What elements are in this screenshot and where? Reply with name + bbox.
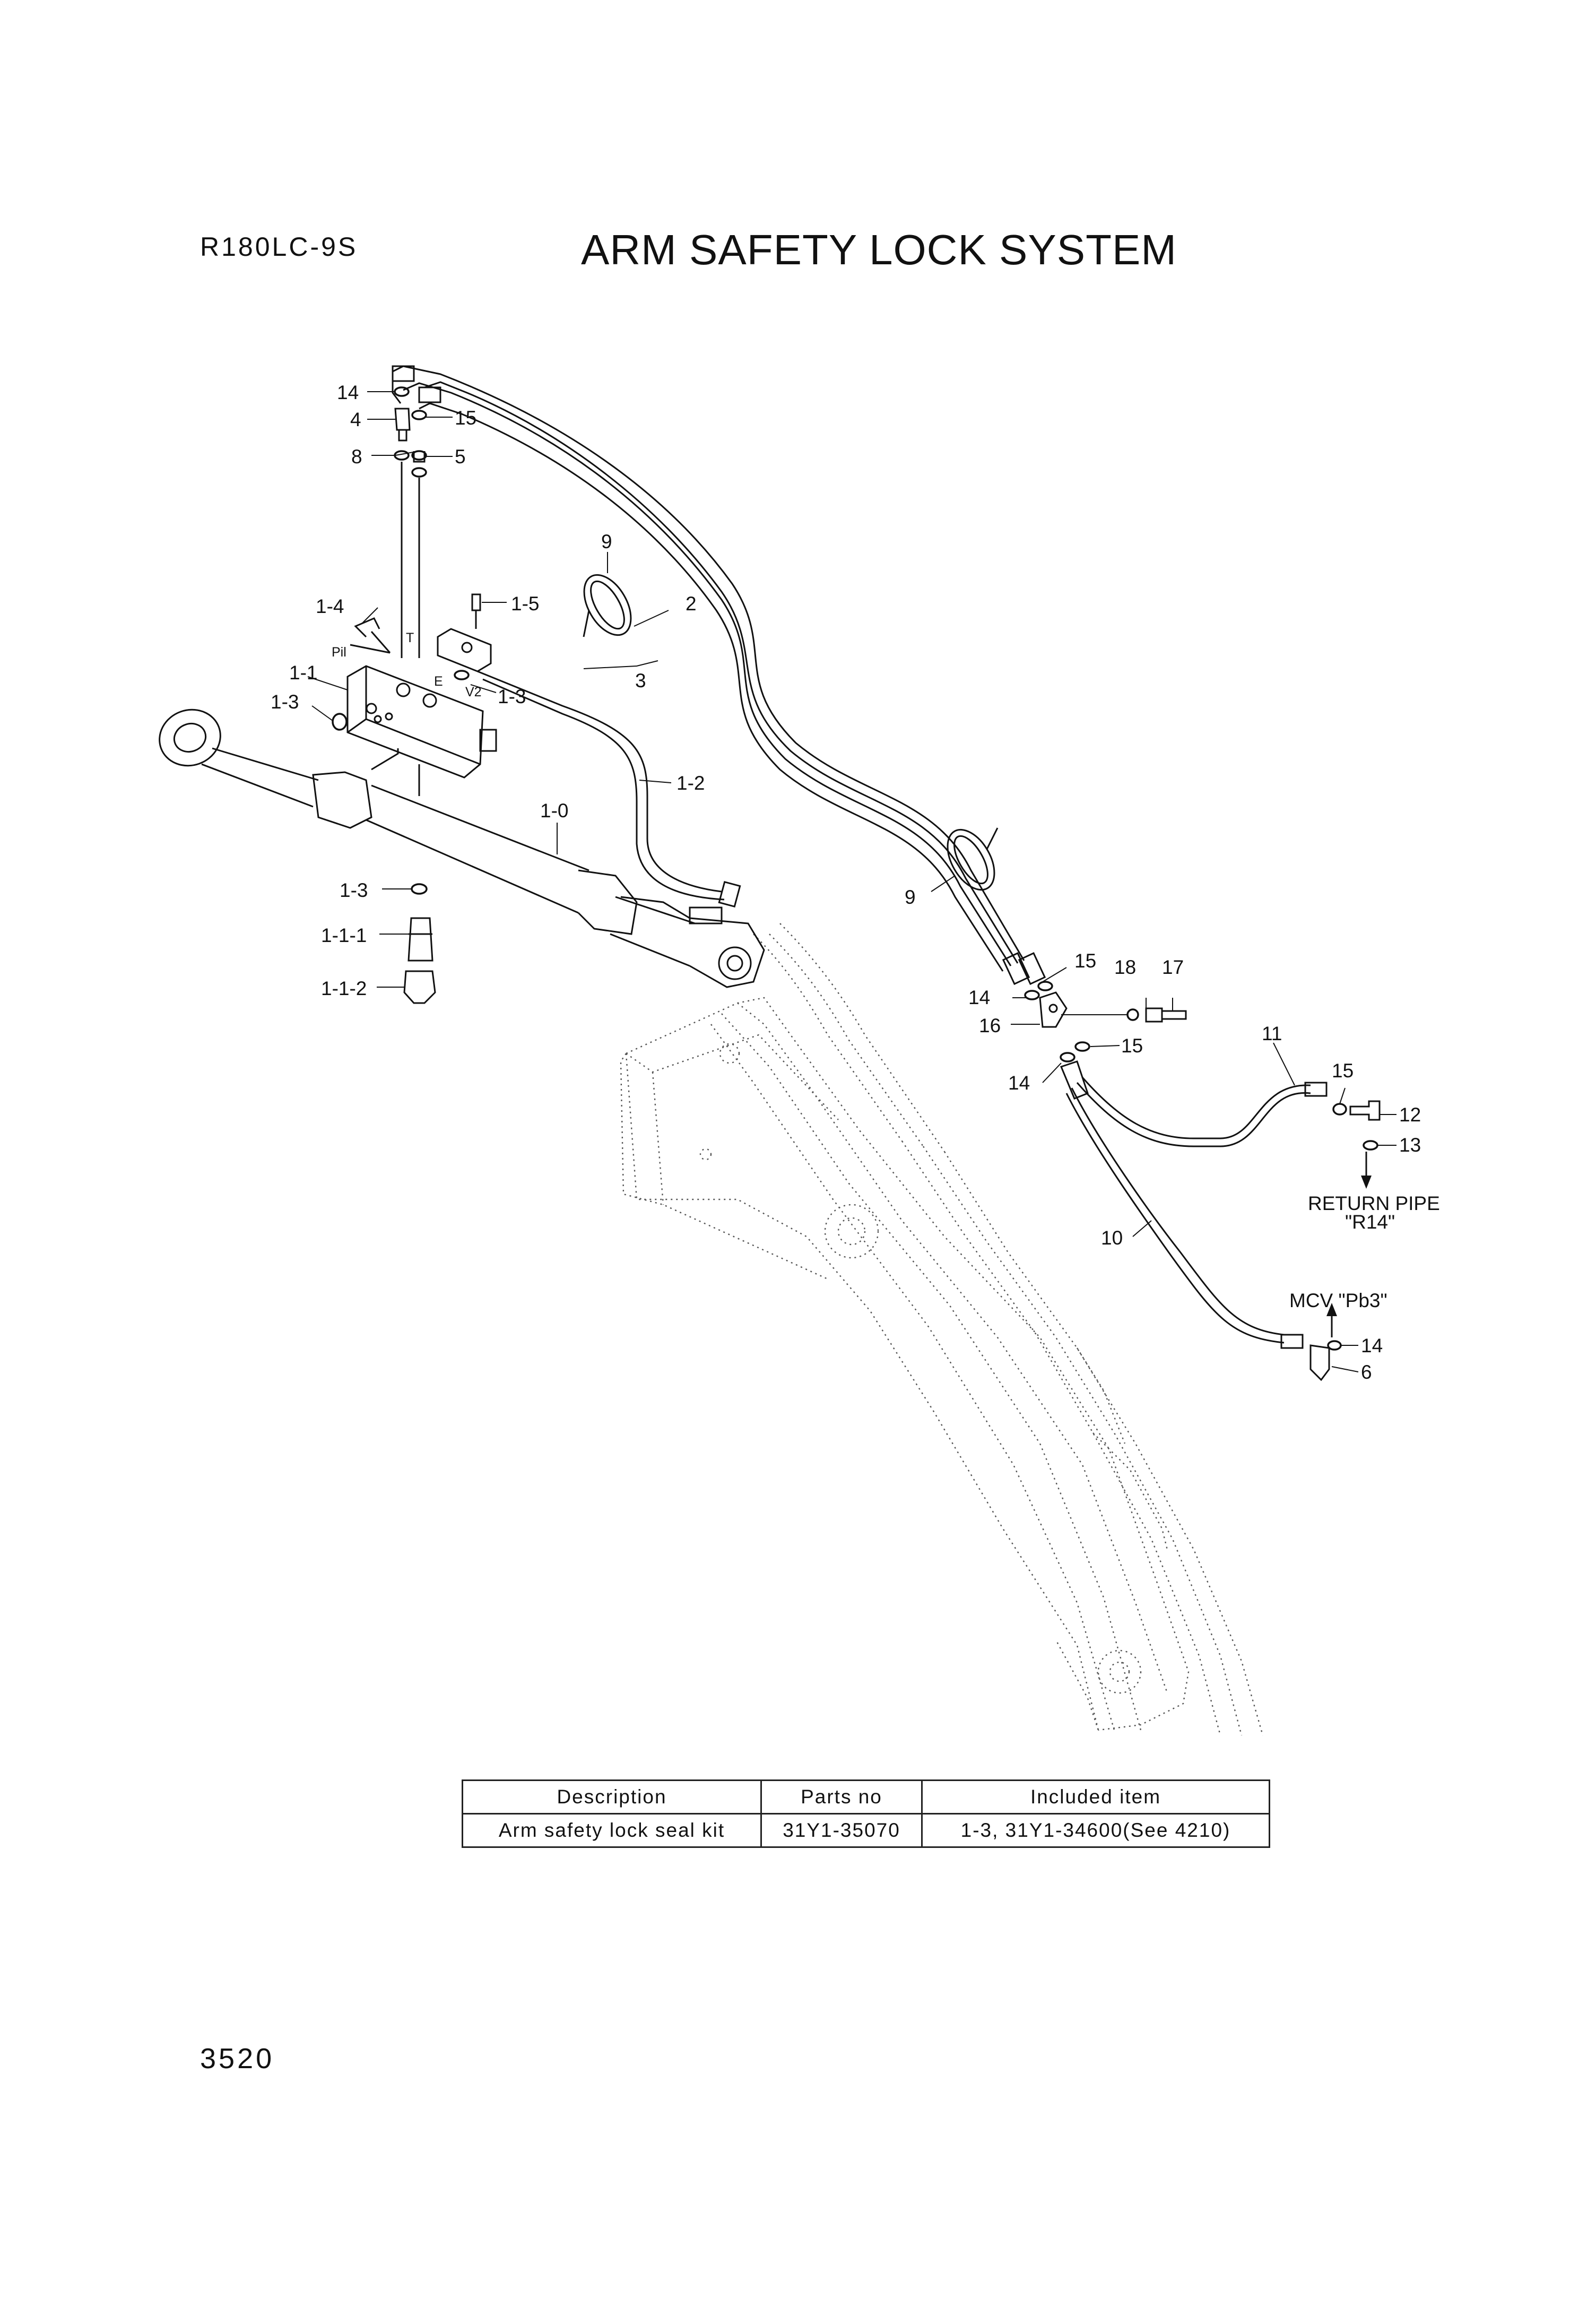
- return-pipe-note: RETURN PIPE: [1308, 1193, 1440, 1214]
- callout-15: 15: [1332, 1060, 1354, 1082]
- callout-5: 5: [455, 446, 466, 468]
- return-pipe-port: "R14": [1345, 1211, 1395, 1233]
- callout-2: 2: [686, 593, 697, 615]
- table-header-row: Description Parts no Included item: [462, 1779, 1270, 1815]
- table-row: Arm safety lock seal kit 31Y1-35070 1-3,…: [462, 1813, 1270, 1848]
- callout-9: 9: [905, 886, 916, 908]
- col-parts-no: Parts no: [760, 1779, 923, 1815]
- callout-18: 18: [1114, 956, 1136, 978]
- page-title: ARM SAFETY LOCK SYSTEM: [581, 226, 1177, 273]
- callout-15: 15: [455, 407, 476, 429]
- callout-12: 12: [1399, 1104, 1421, 1126]
- callout-11: 11: [1262, 1023, 1282, 1044]
- callout-1-1: 1-1: [289, 662, 317, 684]
- mcv-port-note: MCV "Pb3": [1289, 1290, 1387, 1311]
- callout-1-2: 1-2: [676, 772, 705, 794]
- hose-1-2: [437, 628, 741, 908]
- callout-1-1-1: 1-1-1: [321, 924, 367, 946]
- port-label-e: E: [434, 674, 443, 689]
- callout-13: 13: [1399, 1134, 1421, 1156]
- callout-1-1-2: 1-1-2: [321, 978, 367, 999]
- callout-16: 16: [979, 1015, 1001, 1036]
- fittings-lower-right: [1024, 981, 1381, 1381]
- callout-1-5: 1-5: [511, 593, 539, 615]
- callout-14: 14: [1361, 1335, 1383, 1356]
- callout-1-3: 1-3: [340, 879, 368, 901]
- callout-1-4: 1-4: [316, 595, 344, 617]
- cell-description: Arm safety lock seal kit: [462, 1813, 762, 1848]
- callout-8: 8: [351, 446, 362, 468]
- callout-14: 14: [968, 987, 990, 1008]
- fittings-upper: [332, 386, 481, 1004]
- callout-1-0: 1-0: [540, 800, 568, 822]
- callout-4: 4: [350, 409, 361, 430]
- callout-6: 6: [1361, 1361, 1372, 1383]
- callout-17: 17: [1162, 956, 1184, 978]
- callout-9: 9: [601, 531, 612, 552]
- callout-leaders: [307, 391, 1396, 1372]
- port-label-pil: Pil: [332, 645, 346, 660]
- arm-cylinder: [159, 708, 765, 988]
- callout-15: 15: [1121, 1035, 1143, 1057]
- port-label-v2: V2: [465, 685, 482, 699]
- page-number: 3520: [200, 2043, 275, 2075]
- callout-10: 10: [1101, 1227, 1123, 1249]
- port-label-t: T: [406, 630, 414, 645]
- col-included-item: Included item: [921, 1779, 1270, 1815]
- col-description: Description: [462, 1779, 762, 1815]
- callout-15: 15: [1074, 950, 1096, 972]
- cell-included-item: 1-3, 31Y1-34600(See 4210): [921, 1813, 1270, 1848]
- seal-kit-table: Description Parts no Included item Arm s…: [462, 1779, 1270, 1848]
- boom-outline: [620, 923, 1264, 1736]
- callout-1-3: 1-3: [271, 691, 299, 713]
- safety-valve-block: [346, 665, 497, 796]
- hose-2-and-3: [392, 365, 1046, 985]
- cell-parts-no: 31Y1-35070: [760, 1813, 923, 1848]
- hose-clamps: [583, 574, 999, 891]
- callout-1-3: 1-3: [498, 686, 526, 707]
- callout-3: 3: [635, 670, 646, 692]
- callout-14: 14: [337, 382, 359, 403]
- model-code: R180LC-9S: [200, 232, 358, 262]
- callout-14: 14: [1008, 1072, 1030, 1094]
